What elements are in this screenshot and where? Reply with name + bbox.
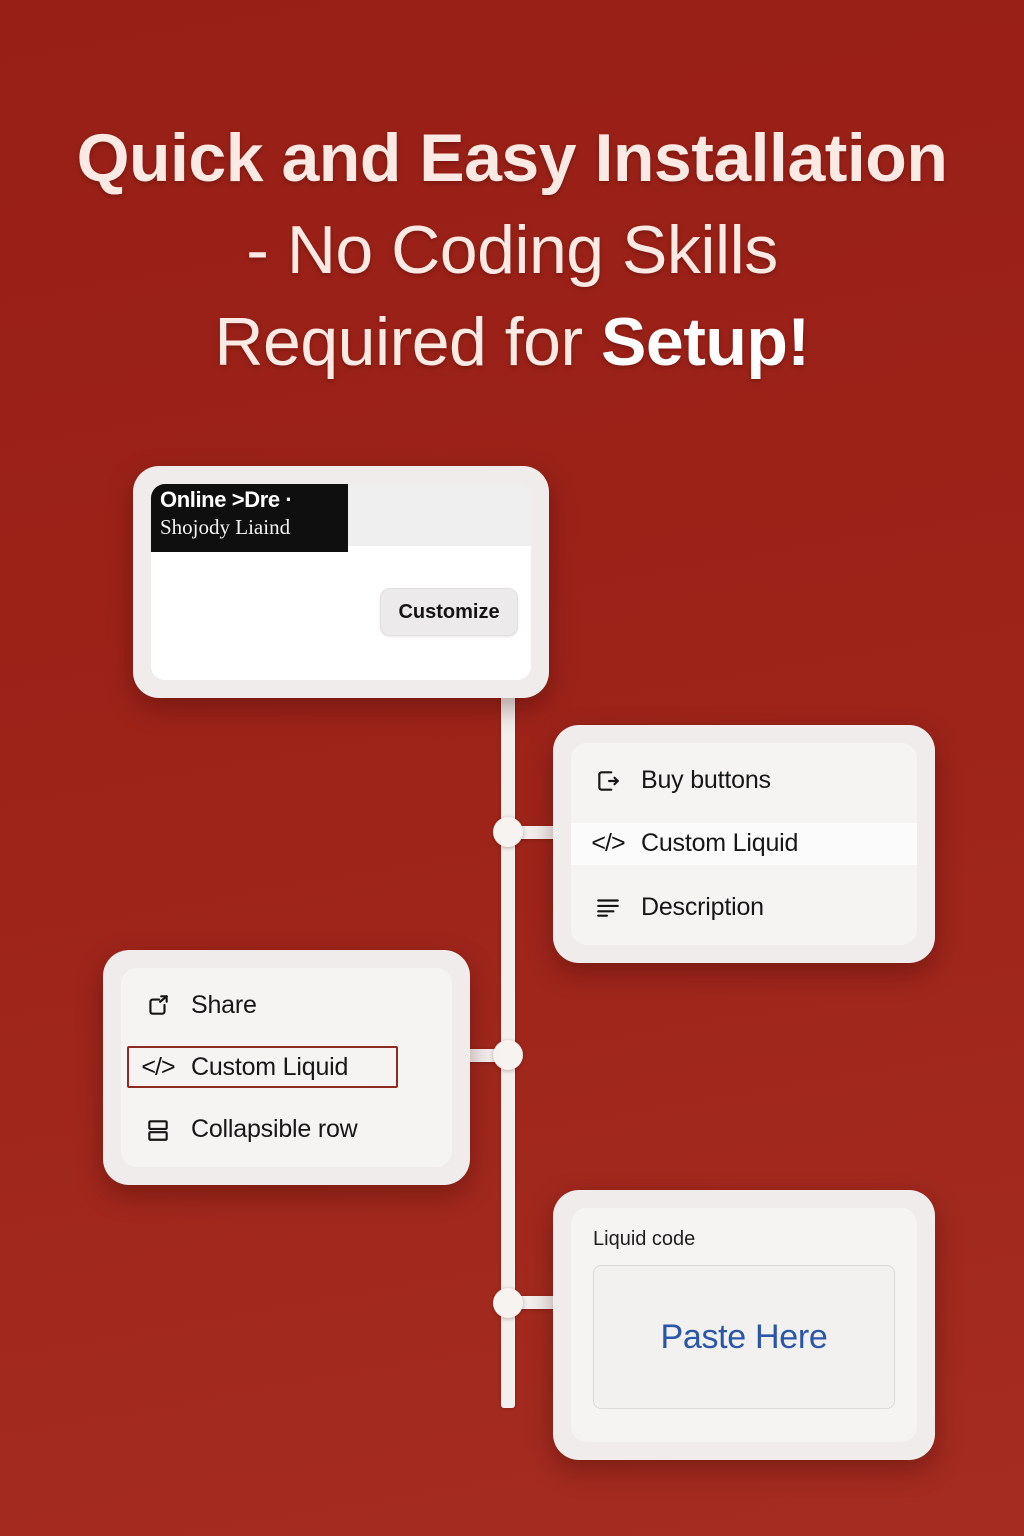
headline-line-3: Required for Setup! [0,296,1024,388]
block-picker-menu-list: Buy buttons </> Custom Liquid Descriptio… [571,743,917,945]
online-store-card: Online >Dre · Shojody Liaind Customize [133,466,549,698]
block-picker-menu-card: Buy buttons </> Custom Liquid Descriptio… [553,725,935,963]
browser-body: Customize [151,552,531,680]
connector-node-3 [493,1288,523,1318]
browser-mockup: Online >Dre · Shojody Liaind Customize [151,484,531,680]
collapsible-row-icon [143,1115,173,1145]
menu-item-label: Collapsible row [191,1115,358,1144]
section-blocks-menu-inner: Share </> Custom Liquid Collap [121,968,452,1167]
menu-item-label: Buy buttons [641,766,771,795]
code-icon: </> [591,829,625,858]
menu-item-custom-liquid[interactable]: </> Custom Liquid [571,822,917,865]
theme-name-label: Shojody Liaind [160,515,291,539]
menu-item-label: Share [191,990,257,1019]
menu-item-share[interactable]: Share [121,984,452,1026]
menu-item-label: Custom Liquid [191,1052,349,1081]
code-icon: </> [141,1052,175,1081]
headline-line-2: - No Coding Skills [246,212,778,288]
store-breadcrumb-band: Online >Dre · Shojody Liaind [151,484,348,552]
liquid-code-label: Liquid code [593,1228,696,1250]
menu-item-buy-buttons[interactable]: Buy buttons [571,760,917,802]
section-blocks-menu-card: Share </> Custom Liquid Collap [103,950,470,1185]
paste-here-placeholder: Paste Here [660,1317,828,1356]
breadcrumb: Online >Dre · [160,487,293,512]
menu-item-custom-liquid-highlighted[interactable]: </> Custom Liquid [121,1046,452,1089]
menu-item-label: Custom Liquid [641,829,799,858]
section-blocks-menu-list: Share </> Custom Liquid Collap [121,968,452,1167]
menu-item-label: Description [641,892,764,921]
liquid-code-inner: Liquid code Paste Here [571,1208,917,1442]
menu-item-collapsible-row[interactable]: Collapsible row [121,1109,452,1151]
block-picker-menu-inner: Buy buttons </> Custom Liquid Descriptio… [571,743,917,945]
headline-line-1: Quick and Easy Installation [76,120,948,196]
headline-line-3-prefix: Required for [214,304,602,380]
menu-item-description[interactable]: Description [571,886,917,928]
liquid-code-textarea[interactable]: Paste Here [593,1265,895,1409]
connector-node-2 [493,1040,523,1070]
buy-button-icon [593,766,623,796]
customize-button[interactable]: Customize [380,588,518,636]
liquid-code-card: Liquid code Paste Here [553,1190,935,1460]
connector-node-1 [493,817,523,847]
share-icon [143,990,173,1020]
page-title: Quick and Easy Installation - No Coding … [0,112,1024,388]
headline-line-3-strong: Setup! [601,304,810,380]
description-lines-icon [593,892,623,922]
